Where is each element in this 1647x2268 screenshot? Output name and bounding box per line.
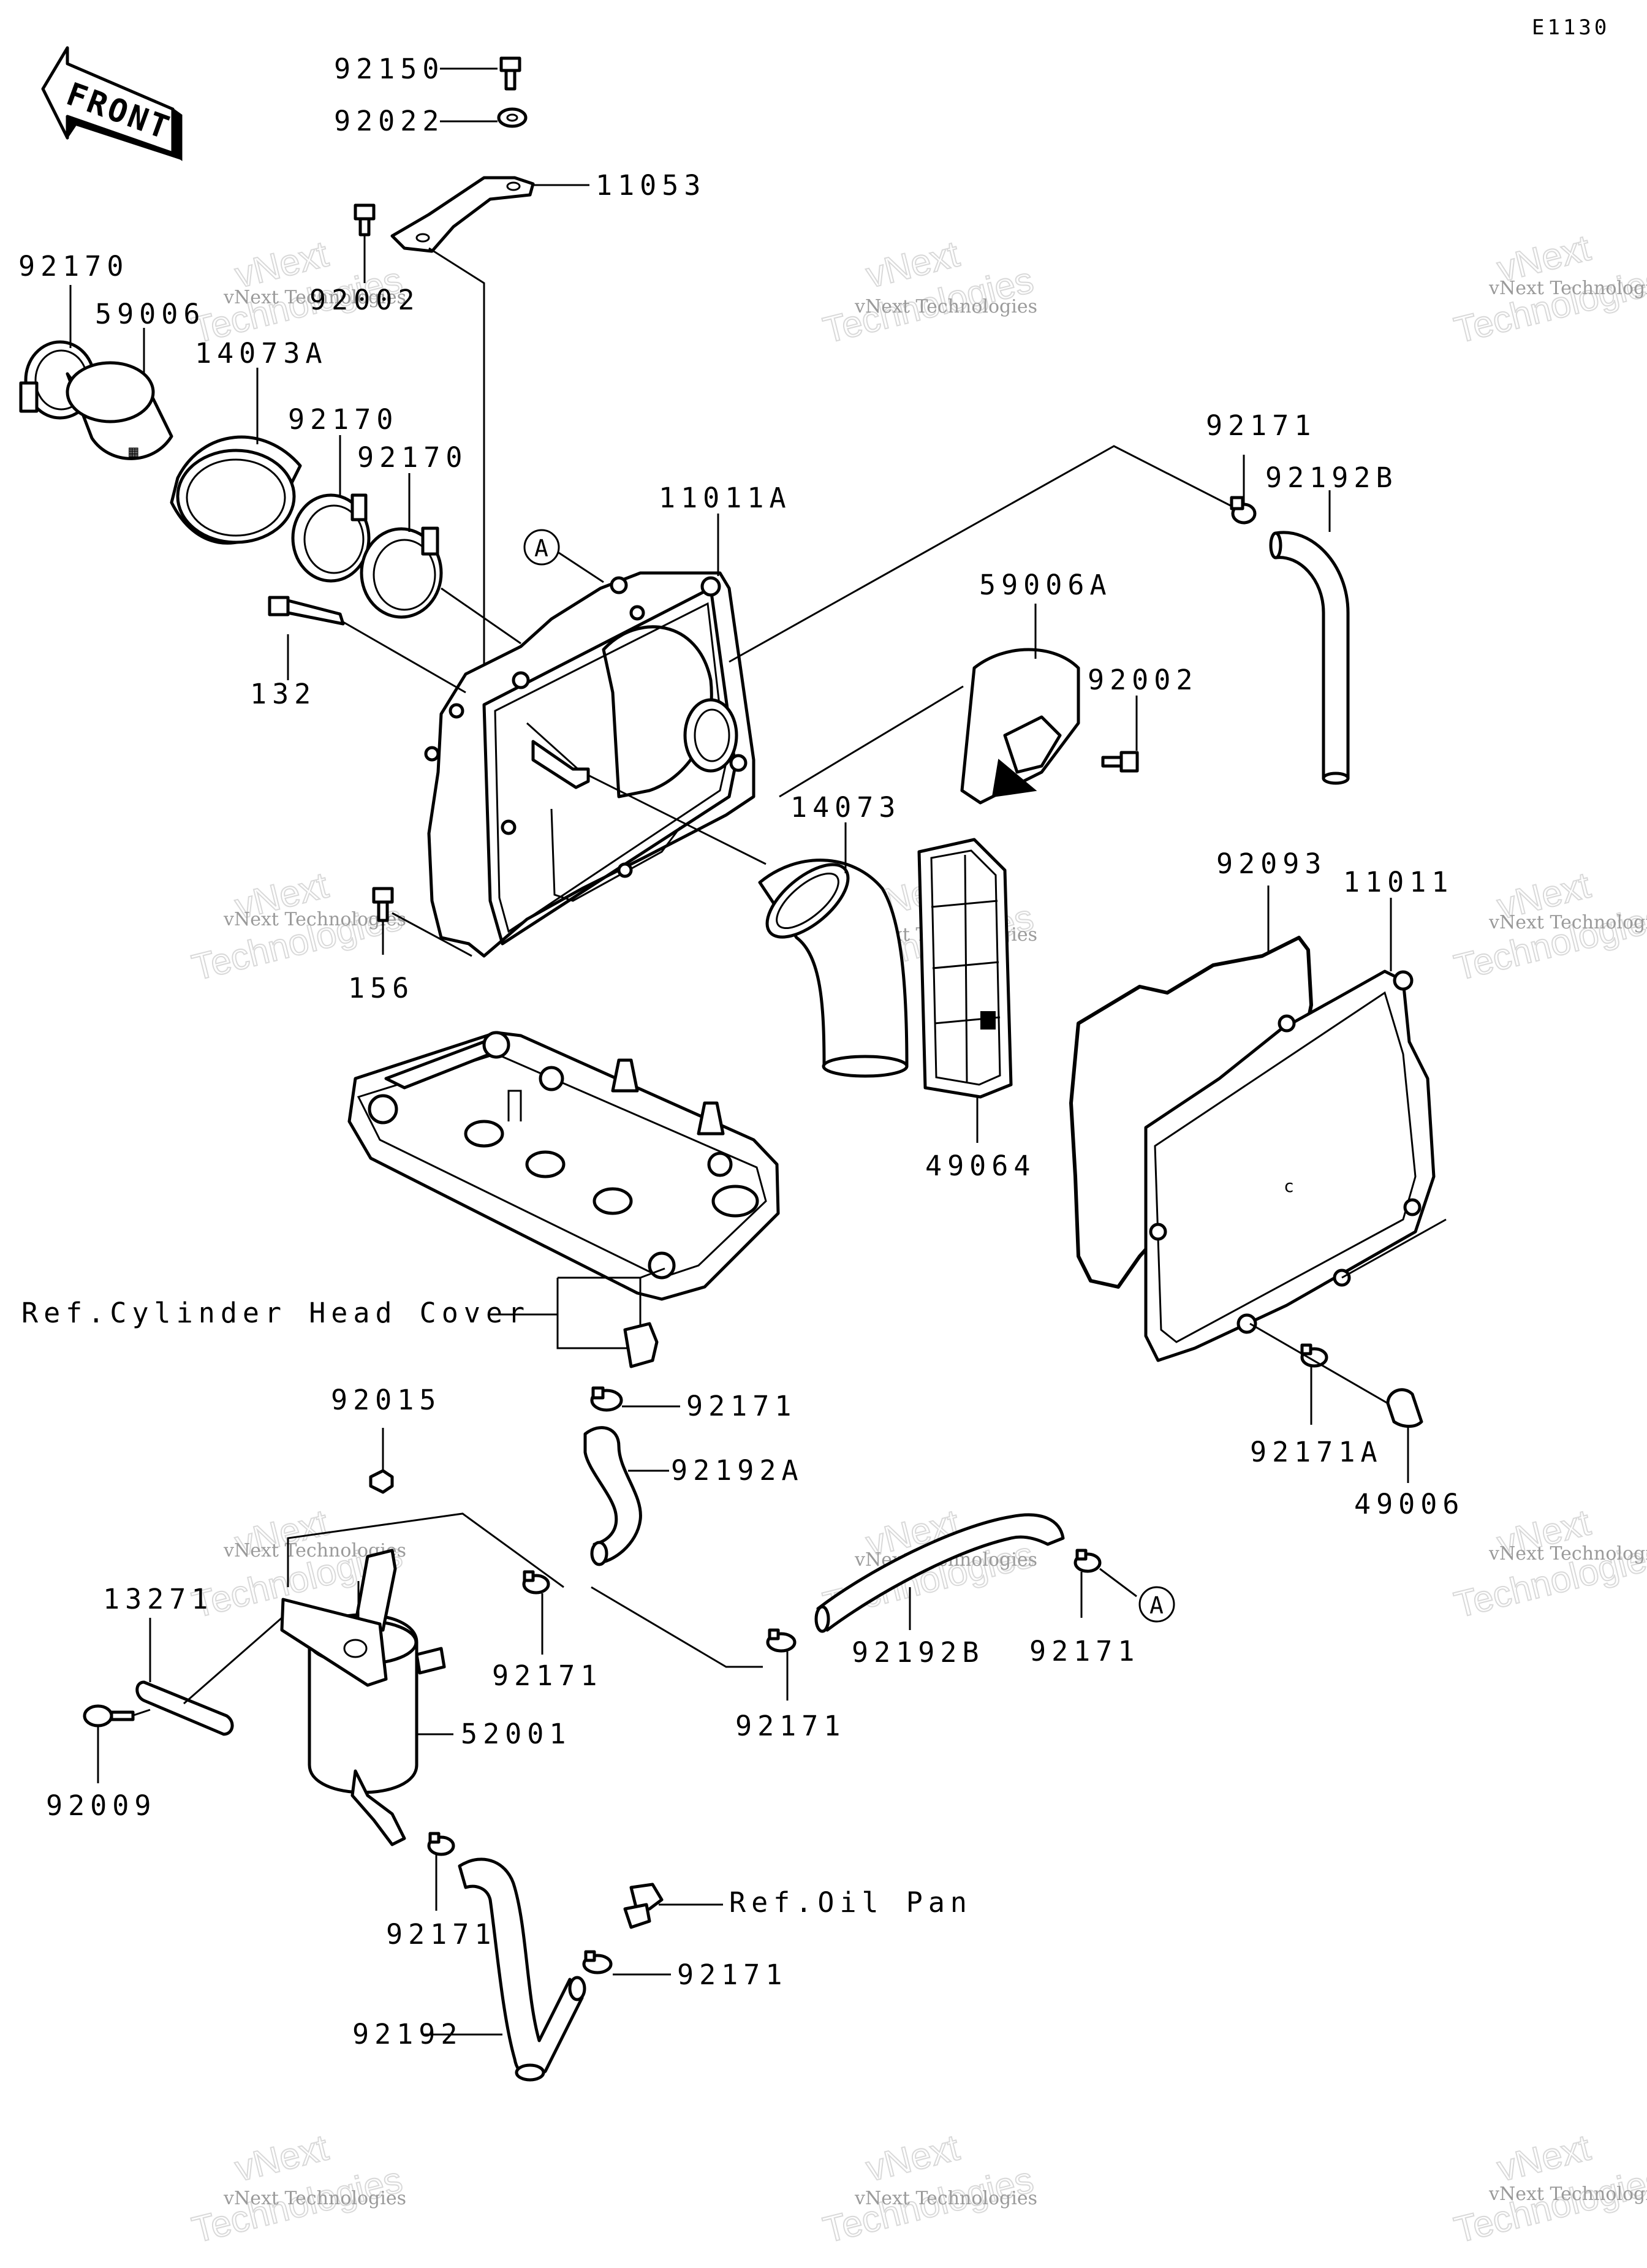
label-92192B-mid: 92192B <box>852 1636 985 1669</box>
watermark: vNext Technologies vNext Technologies <box>1450 226 1647 351</box>
breather-cover-59006A <box>960 648 1080 805</box>
hose-92192 <box>458 1857 586 2082</box>
label-92150: 92150 <box>334 53 444 85</box>
bracket-13271 <box>135 1680 234 1736</box>
cap-49006 <box>1386 1388 1423 1428</box>
label-92192: 92192 <box>352 2018 463 2050</box>
label-92171-mid: 92171 <box>735 1710 846 1742</box>
bolt-92002-right <box>1101 751 1139 773</box>
watermark: vNext Technologies vNext Technologies <box>1450 1501 1647 1626</box>
watermark-company: vNext Technologies <box>223 909 406 930</box>
callout-a-letter: A <box>1149 1592 1164 1619</box>
callout-a-bottom: A <box>1138 1586 1175 1623</box>
watermark-company: vNext Technologies <box>854 2188 1037 2209</box>
label-132: 132 <box>250 678 316 710</box>
filter-element-49064 <box>917 838 1013 1099</box>
clamp-92170-b <box>291 493 371 583</box>
label-92170-a: 92170 <box>18 250 129 283</box>
cylinder-head-cover <box>347 1031 780 1301</box>
watermark-company: vNext Technologies <box>1488 912 1647 933</box>
bolt-132 <box>268 596 345 626</box>
watermark: vNext Technologies vNext Technologies <box>1450 2126 1647 2251</box>
clamp-92171-right <box>1073 1549 1102 1573</box>
label-14073A: 14073A <box>195 337 328 370</box>
watermark-company: vNext Technologies <box>1488 2183 1647 2205</box>
clamp-92171A <box>1300 1343 1328 1368</box>
clamp-92171-top <box>1230 496 1257 525</box>
label-92022: 92022 <box>334 105 444 137</box>
watermark: vNext Technologies vNext Technologies <box>1450 863 1647 988</box>
hose-92192B-mid <box>814 1513 1065 1633</box>
label-11011A: 11011A <box>659 482 792 514</box>
label-92192B-top: 92192B <box>1265 461 1398 494</box>
oil-pan-fitting <box>623 1883 664 1929</box>
watermark: vNext Technologies vNext Technologies <box>187 863 407 988</box>
watermark-company: vNext Technologies <box>1488 1543 1647 1564</box>
clamp-92170-c <box>360 526 443 619</box>
sleeve-59006: ▦ <box>66 361 173 461</box>
ref-oil-pan: Ref.Oil Pan <box>729 1886 972 1919</box>
label-59006A: 59006A <box>979 569 1112 601</box>
label-92171A: 92171A <box>1250 1436 1383 1468</box>
label-92170-c: 92170 <box>357 441 468 474</box>
diagram-code: E1130 <box>1532 15 1610 40</box>
label-92171-oil: 92171 <box>677 1959 787 1991</box>
label-92002-right: 92002 <box>1088 664 1198 696</box>
washer-92022 <box>497 107 528 128</box>
label-11053: 11053 <box>596 169 706 202</box>
part-labels: 92150 92022 11053 92002 92170 59006 1407… <box>18 53 1464 2050</box>
watermark-company: vNext Technologies <box>223 287 406 308</box>
label-92192A: 92192A <box>671 1454 804 1487</box>
breather-tank-52001 <box>280 1549 446 1846</box>
air-cleaner-cover-11011: c <box>1144 969 1436 1362</box>
label-92093: 92093 <box>1216 848 1327 880</box>
screw-92009 <box>83 1704 135 1728</box>
label-92009: 92009 <box>46 1789 156 1822</box>
hose-92192A <box>583 1426 642 1566</box>
label-92171-hose: 92171 <box>686 1390 797 1422</box>
watermark-company: vNext Technologies <box>854 296 1037 317</box>
cover-mark: c <box>1284 1176 1294 1196</box>
clamp-92171-tank <box>522 1570 550 1595</box>
nipple-fitting <box>623 1322 659 1368</box>
label-92171-top: 92171 <box>1206 409 1316 442</box>
nut-92015 <box>369 1469 394 1494</box>
label-92002-top: 92002 <box>309 284 420 316</box>
duct-14073A <box>170 435 302 545</box>
label-49006: 49006 <box>1354 1488 1464 1520</box>
front-arrow-icon: FRONT <box>41 46 183 161</box>
hose-92192B-top <box>1269 531 1350 785</box>
label-11011: 11011 <box>1343 866 1453 898</box>
label-52001: 52001 <box>461 1718 571 1750</box>
callout-a-letter: A <box>534 535 548 562</box>
label-14073: 14073 <box>790 791 901 824</box>
watermark: vNext Technologies vNext Technologies <box>187 2126 407 2251</box>
clamp-92171-hose <box>590 1386 623 1412</box>
bolt-92002-top <box>354 203 376 237</box>
air-cleaner-case-11011A <box>424 571 755 958</box>
watermark: vNext Technologies vNext Technologies <box>819 2126 1038 2251</box>
duct-14073 <box>758 859 909 1078</box>
clamp-92171-mid <box>766 1628 797 1653</box>
label-92015: 92015 <box>331 1384 441 1416</box>
label-13271: 13271 <box>103 1583 213 1615</box>
clamp-92171-oil <box>582 1950 613 1974</box>
clamp-92171-low <box>427 1832 455 1856</box>
label-59006: 59006 <box>95 298 205 330</box>
label-92171-right: 92171 <box>1029 1635 1140 1667</box>
label-92170-b: 92170 <box>288 403 398 436</box>
bolt-92150 <box>499 56 521 91</box>
callout-a-top: A <box>523 529 560 566</box>
watermark-company: vNext Technologies <box>1488 278 1647 299</box>
watermark: vNext Technologies vNext Technologies <box>819 232 1038 351</box>
label-92171-tank: 92171 <box>492 1659 602 1692</box>
label-49064: 49064 <box>925 1150 1036 1182</box>
watermark-company: vNext Technologies <box>223 2188 406 2209</box>
sleeve-mark-icon: ▦ <box>129 442 138 461</box>
label-156: 156 <box>348 972 414 1004</box>
ref-cylinder-head-cover: Ref.Cylinder Head Cover <box>21 1297 530 1329</box>
bracket-11053 <box>390 176 535 253</box>
label-92171-low: 92171 <box>386 1918 496 1951</box>
